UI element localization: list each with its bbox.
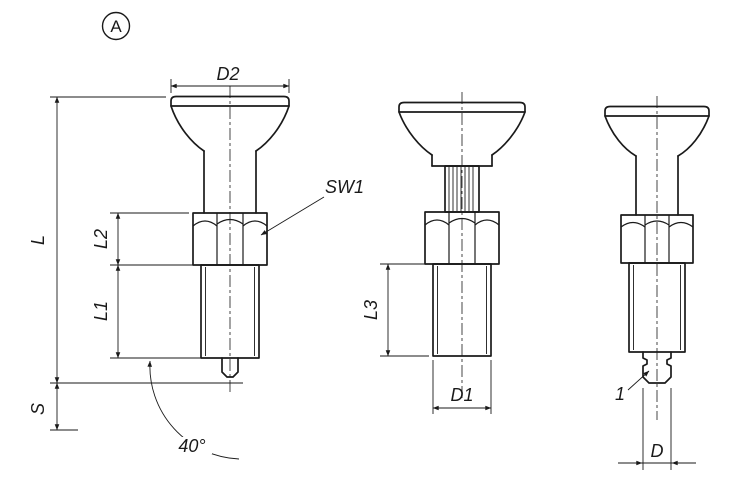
- plunger-pulled-view: [398, 92, 526, 400]
- item-ref-label: 1: [615, 384, 625, 404]
- view-label-a: A: [101, 11, 131, 41]
- dim-label-l: L: [28, 235, 48, 245]
- dim-label-angle: 40°: [178, 436, 205, 456]
- plunger-front-view: [170, 86, 290, 392]
- callout-sw1: SW1: [260, 177, 364, 236]
- view-letter: A: [110, 17, 122, 36]
- locking-pin-grooved: [642, 351, 672, 384]
- callout-item-1: 1: [615, 370, 650, 404]
- knob: [604, 105, 710, 216]
- knob: [398, 101, 526, 167]
- dimension-tip-angle: 40°: [147, 360, 240, 460]
- dimension-d: D: [618, 388, 696, 470]
- view-label-circle: [101, 11, 131, 41]
- dim-label-l1: L1: [91, 301, 111, 321]
- dim-label-d2: D2: [216, 64, 239, 84]
- dimension-l1: L1: [91, 264, 218, 359]
- locking-pin: [221, 357, 239, 378]
- dimension-l3: L3: [361, 263, 429, 357]
- dim-label-s: S: [28, 403, 48, 415]
- dim-label-l3: L3: [361, 300, 381, 320]
- dim-label-l2: L2: [91, 229, 111, 249]
- dim-label-d: D: [651, 441, 664, 461]
- dimension-s: S: [28, 382, 78, 431]
- threaded-body: [628, 262, 686, 353]
- dimension-l: L: [28, 96, 243, 384]
- threaded-body: [200, 264, 260, 359]
- dimension-l2: L2: [91, 212, 197, 266]
- dim-label-d1: D1: [450, 385, 473, 405]
- threaded-body: [432, 263, 492, 357]
- dim-label-sw1: SW1: [325, 177, 364, 197]
- dimension-d2: D2: [170, 64, 290, 93]
- plunger-pin-detail-view: [604, 96, 710, 420]
- knob: [170, 95, 290, 214]
- label-backing: [172, 437, 212, 454]
- dimension-d1: D1: [432, 360, 492, 414]
